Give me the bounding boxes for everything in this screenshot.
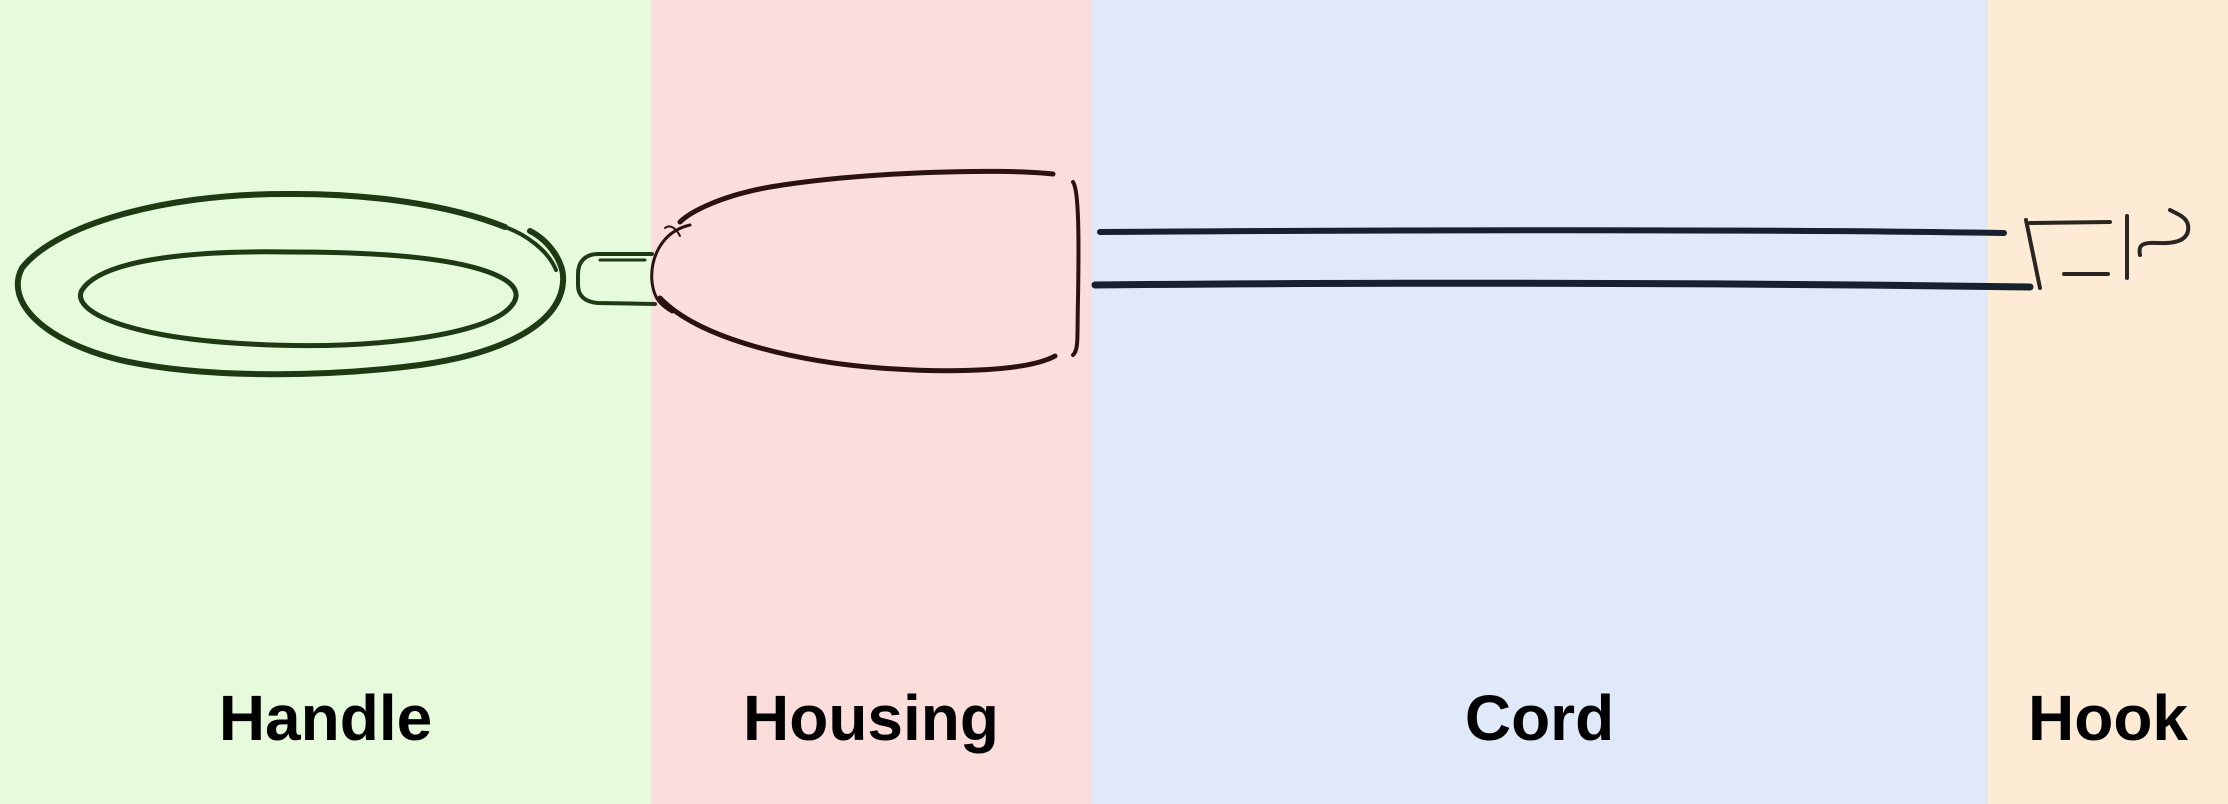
cord-drawing [1091,227,2034,291]
handle-section-band [0,0,651,804]
hook-drawing [2024,208,2191,290]
housing-nose [650,223,692,314]
handle-label: Handle [218,682,433,754]
housing-section-band [651,0,1091,804]
handle-outer-ring-overlap [503,225,558,272]
cord-upper-line [1097,227,2007,236]
housing-mouth [1071,180,1081,357]
hook-label: Hook [2028,682,2188,754]
hook-section-band [1988,0,2228,804]
housing-nose-accent [664,225,681,237]
handle-inner-ring [78,249,519,349]
cord-label: Cord [1464,682,1615,754]
hook-top-bar [2028,220,2112,225]
handle-connector-tube [576,252,657,306]
hook-curl [2137,208,2191,257]
handle-connector-drawing [576,252,657,306]
housing-bottom-edge [657,295,1058,374]
housing-top-edge [677,168,1056,225]
hook-slash-stroke [2024,218,2042,290]
housing-body-drawing [650,168,1081,374]
handle-ring-drawing [14,190,567,378]
cord-lower-line [1091,279,2034,291]
handle-outer-ring [14,190,567,378]
housing-label: Housing [743,682,999,754]
cord-section-band [1091,0,1988,804]
